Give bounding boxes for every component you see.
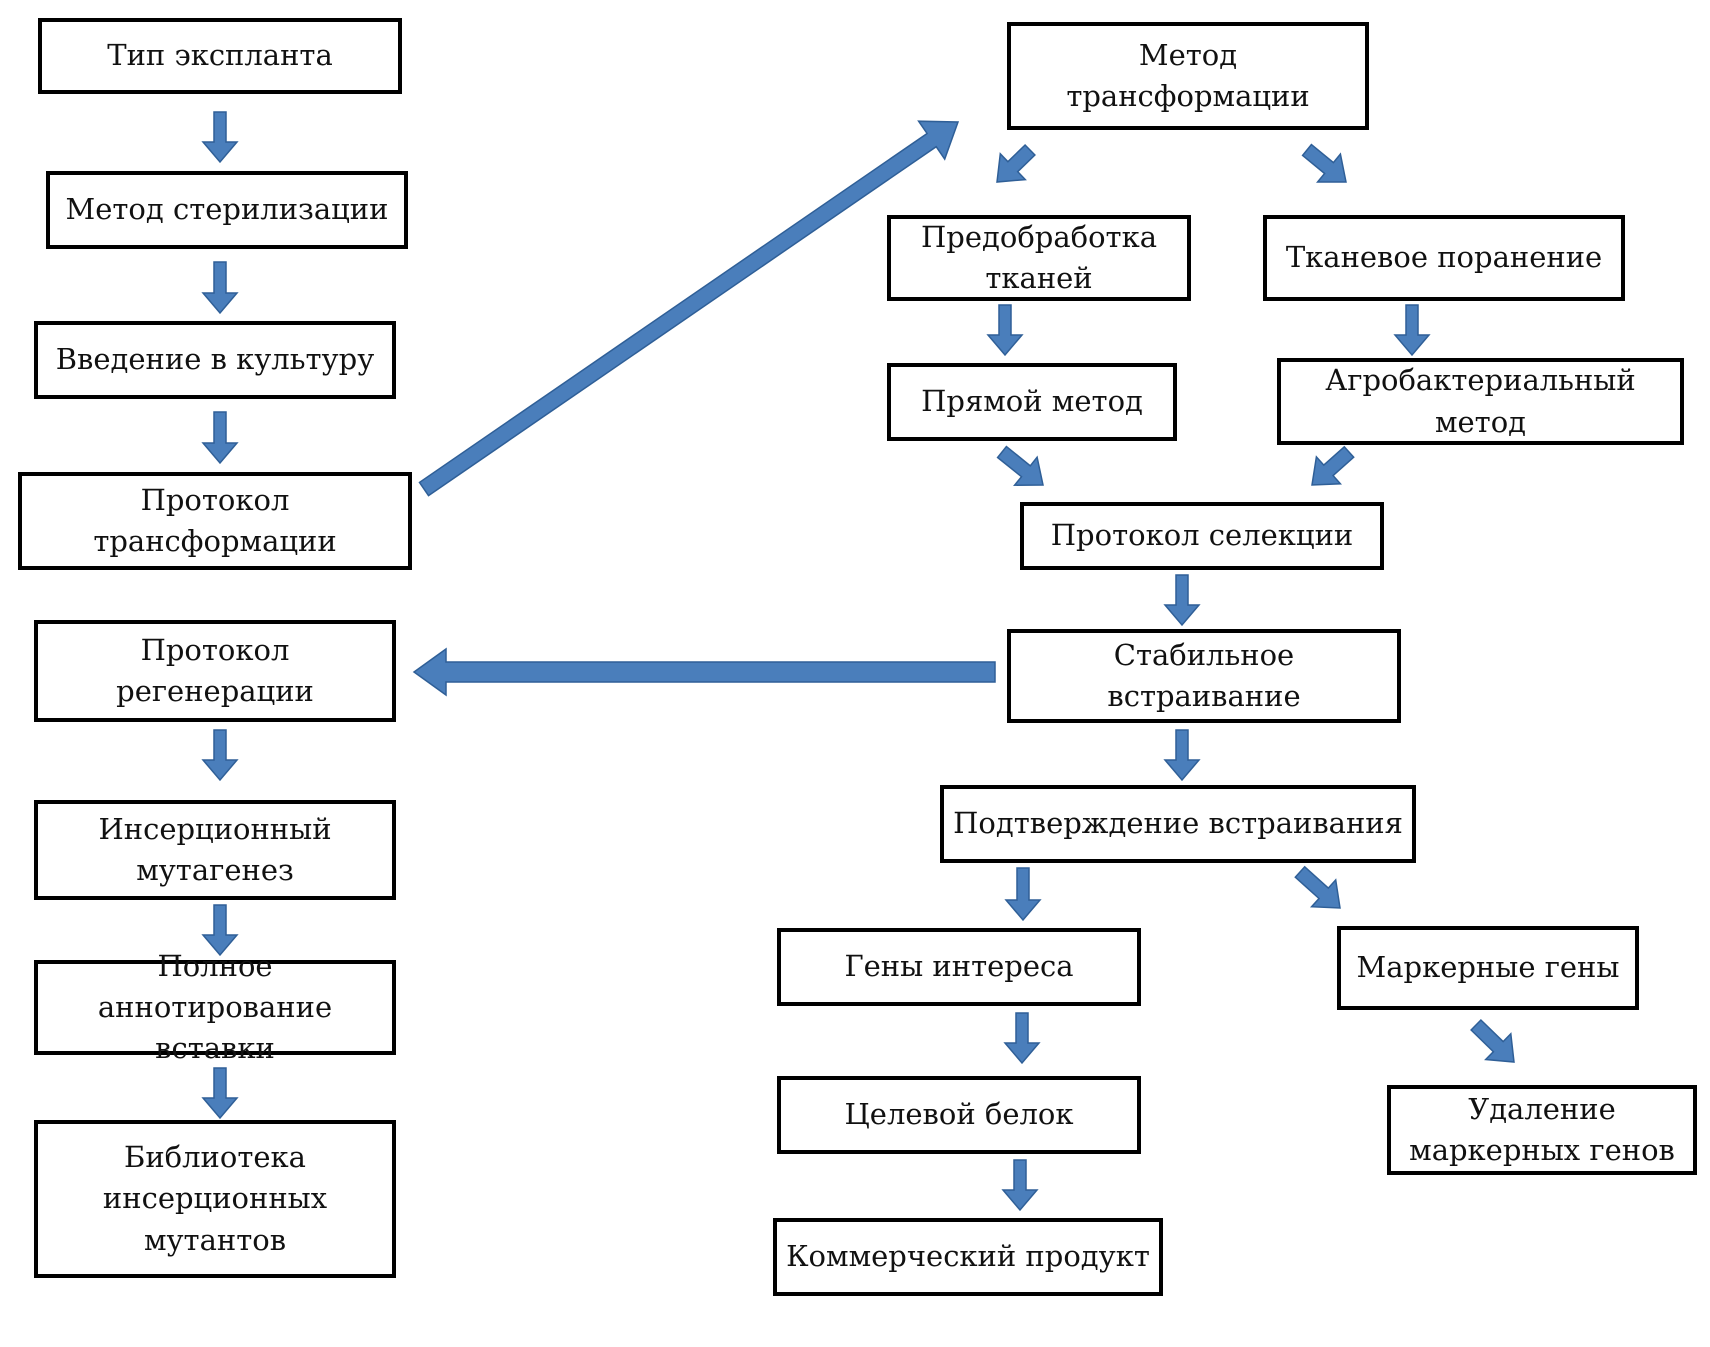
- node-target-protein: Целевой белок: [777, 1076, 1141, 1154]
- node-integration-confirmation-label: Подтверждение встраивания: [953, 806, 1403, 841]
- node-marker-gene-removal-label: Удаление маркерных генов: [1409, 1091, 1675, 1167]
- arrow-explant-to-sterilization: [201, 111, 239, 164]
- node-culture-introduction-label: Введение в культуру: [55, 342, 375, 377]
- node-tissue-wounding: Тканевое поранение: [1263, 215, 1625, 301]
- node-regeneration-protocol-label: Протокол регенерации: [116, 632, 314, 708]
- node-full-insert-annotation: Полное аннотирование вставки: [34, 949, 396, 1065]
- node-mutant-library-label: Библиотека инсерционных мутантов: [102, 1140, 328, 1257]
- arrow-markers-to-removal: [1470, 1018, 1515, 1063]
- node-stable-integration-label: Стабильное встраивание: [1107, 637, 1301, 713]
- arrow-culture-to-protocol: [201, 411, 239, 465]
- arrow-regeneration-to-mutagenesis: [201, 729, 239, 782]
- arrow-selection-to-stable: [1163, 574, 1201, 627]
- node-selection-protocol-label: Протокол селекции: [1050, 518, 1354, 553]
- node-direct-method: Прямой метод: [887, 363, 1177, 441]
- node-explant-type-label: Тип экспланта: [107, 38, 333, 73]
- node-tissue-wounding-label: Тканевое поранение: [1285, 240, 1603, 275]
- node-marker-gene-removal: Удаление маркерных генов: [1387, 1085, 1697, 1175]
- node-insertional-mutagenesis-label: Инсерционный мутагенез: [98, 811, 332, 887]
- node-insertional-mutagenesis: Инсерционный мутагенез: [34, 800, 396, 900]
- node-transformation-method-label: Метод трансформации: [1066, 37, 1310, 113]
- node-agrobacterial-method-label: Агробактериальный метод: [1325, 363, 1636, 439]
- arrow-annotation-to-library: [201, 1067, 239, 1120]
- node-agrobacterial-method: Агробактериальный метод: [1277, 358, 1684, 445]
- node-target-protein-label: Целевой белок: [844, 1097, 1074, 1132]
- node-culture-introduction: Введение в культуру: [34, 321, 396, 399]
- node-transformation-protocol: Протокол трансформации: [18, 472, 412, 570]
- node-selection-protocol: Протокол селекции: [1020, 502, 1384, 570]
- node-mutant-library: Библиотека инсерционных мутантов: [34, 1120, 396, 1278]
- arrow-pretreatment-to-direct: [986, 304, 1024, 357]
- arrow-method-to-wounding: [1301, 143, 1347, 183]
- node-sterilization-method-label: Метод стерилизации: [65, 192, 389, 227]
- node-regeneration-protocol: Протокол регенерации: [34, 620, 396, 722]
- arrow-mutagenesis-to-annotation: [201, 904, 239, 957]
- node-transformation-protocol-label: Протокол трансформации: [93, 482, 337, 558]
- node-integration-confirmation: Подтверждение встраивания: [940, 785, 1416, 863]
- node-full-insert-annotation-label: Полное аннотирование вставки: [97, 948, 333, 1066]
- arrow-stable-to-regeneration: [412, 647, 996, 697]
- node-commercial-product-label: Коммерческий продукт: [786, 1239, 1150, 1274]
- node-tissue-pretreatment: Предобработка тканей: [887, 215, 1191, 301]
- arrow-agro-to-selection: [1311, 445, 1355, 486]
- node-stable-integration: Стабильное встраивание: [1007, 629, 1401, 723]
- node-sterilization-method: Метод стерилизации: [46, 171, 408, 249]
- node-transformation-method: Метод трансформации: [1007, 22, 1369, 130]
- node-direct-method-label: Прямой метод: [921, 384, 1143, 419]
- node-genes-of-interest-label: Гены интереса: [844, 949, 1074, 984]
- arrow-confirmation-to-genes: [1004, 867, 1042, 922]
- node-genes-of-interest: Гены интереса: [777, 928, 1141, 1006]
- arrow-direct-to-selection: [996, 445, 1044, 486]
- arrow-protocol-to-method: [418, 120, 960, 497]
- node-explant-type: Тип экспланта: [38, 18, 402, 94]
- arrow-stable-to-confirmation: [1163, 729, 1201, 782]
- arrow-wounding-to-agro: [1393, 304, 1431, 357]
- arrow-protein-to-commercial: [1001, 1159, 1039, 1212]
- node-commercial-product: Коммерческий продукт: [773, 1218, 1163, 1296]
- node-marker-genes: Маркерные гены: [1337, 926, 1639, 1010]
- arrow-sterilization-to-culture: [201, 261, 239, 315]
- node-marker-genes-label: Маркерные гены: [1356, 950, 1620, 985]
- arrow-confirmation-to-markers: [1294, 865, 1341, 909]
- arrow-method-to-pretreatment: [996, 143, 1036, 183]
- arrow-genes-to-protein: [1003, 1012, 1041, 1065]
- node-tissue-pretreatment-label: Предобработка тканей: [920, 219, 1158, 295]
